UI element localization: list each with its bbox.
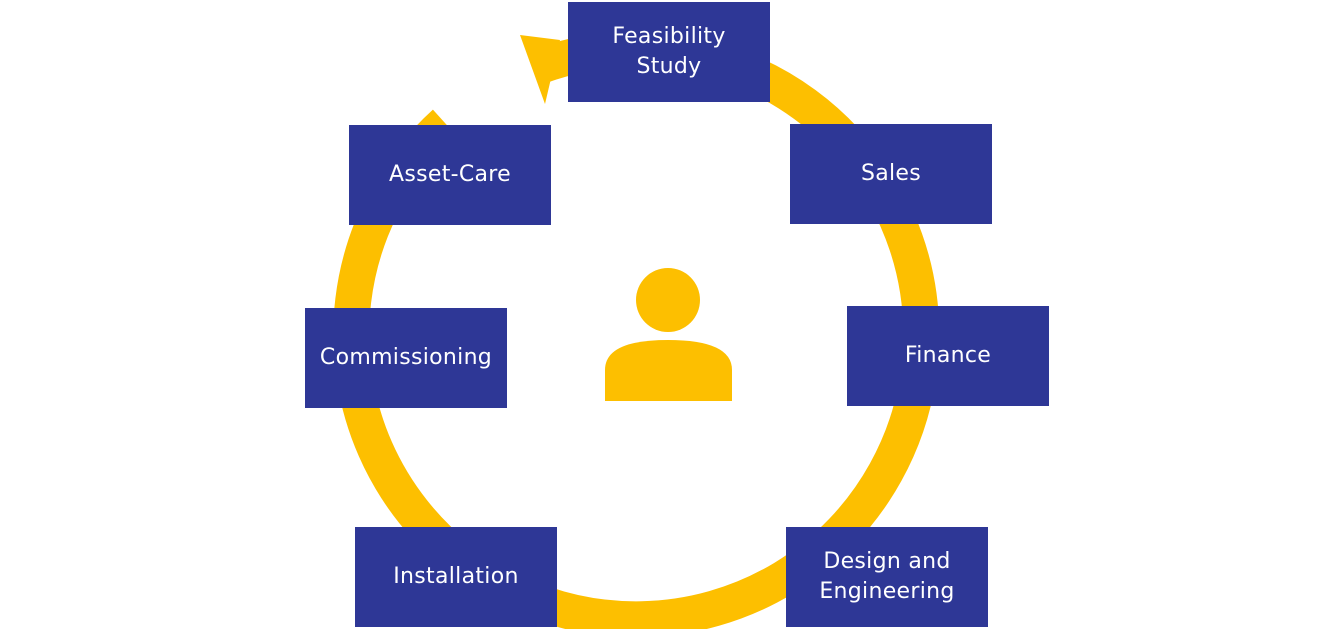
stage-label: Feasibility Study bbox=[612, 24, 726, 79]
stage-installation: Installation bbox=[355, 527, 557, 627]
stage-commissioning: Commissioning bbox=[305, 308, 507, 408]
stage-finance: Finance bbox=[847, 306, 1049, 406]
stage-label: Finance bbox=[904, 343, 992, 368]
stage-design-and-engineering: Design and Engineering bbox=[786, 527, 988, 627]
stage-label: Commissioning bbox=[319, 345, 493, 370]
stage-feasibility-study: Feasibility Study bbox=[568, 2, 770, 102]
stage-label: Installation bbox=[393, 564, 519, 589]
cycle-arrow-head bbox=[520, 35, 560, 104]
stage-label: Asset-Care bbox=[388, 162, 511, 187]
stage-label: Sales bbox=[860, 161, 922, 186]
person-icon bbox=[605, 268, 732, 401]
stage-label: Design and Engineering bbox=[819, 549, 955, 604]
stage-sales: Sales bbox=[790, 124, 992, 224]
stage-asset-care: Asset-Care bbox=[349, 125, 551, 225]
